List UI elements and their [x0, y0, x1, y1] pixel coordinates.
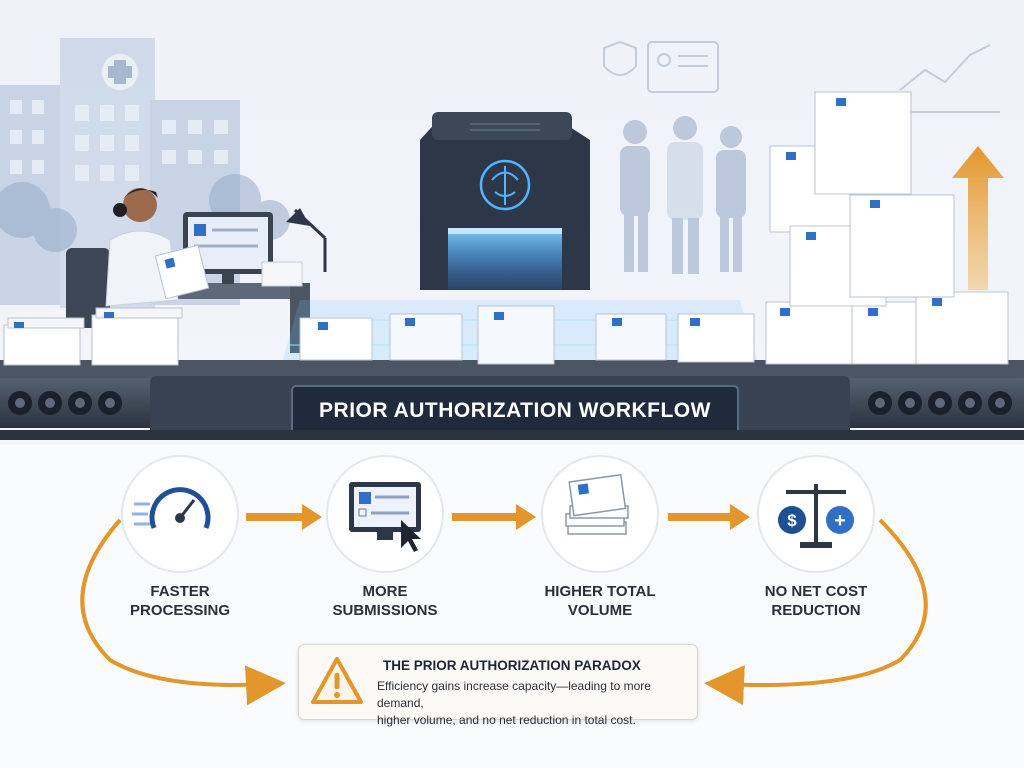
paper-stack — [915, 291, 1009, 365]
shield-icon — [603, 40, 637, 76]
balance-scale-icon: $ + — [778, 484, 854, 548]
step-icons: $ + — [121, 455, 875, 573]
paper-stack — [299, 317, 373, 361]
scanner-glow — [448, 228, 562, 290]
paradox-callout: THE PRIOR AUTHORIZATION PARADOX Efficien… — [298, 644, 698, 727]
paper-stack — [595, 313, 667, 361]
step-higher-volume — [541, 455, 659, 573]
document-stack-icon — [565, 473, 629, 535]
paper-stack — [677, 313, 755, 363]
paradox-line-1: Efficiency gains increase capacity—leadi… — [377, 679, 651, 710]
conveyor-belt — [0, 360, 1024, 440]
arrow-right-icon — [246, 504, 322, 530]
dollar-symbol: $ — [787, 511, 797, 530]
workflow-title: PRIOR AUTHORIZATION WORKFLOW — [319, 399, 711, 422]
paradox-description: Efficiency gains increase capacity—leadi… — [377, 678, 695, 729]
step-faster-processing — [121, 455, 239, 573]
paradox-line-2: higher volume, and no net reduction in t… — [377, 713, 636, 727]
paper-stack — [477, 305, 555, 365]
paper-stack — [389, 313, 463, 361]
step-arrows — [246, 504, 750, 530]
ai-processing-machine — [420, 112, 590, 290]
clinical-staff-group — [620, 116, 746, 274]
arrow-right-icon — [452, 504, 536, 530]
monitor-form-icon — [349, 482, 421, 552]
paper-stack — [3, 317, 85, 366]
ai-brain-icon — [479, 159, 531, 211]
background-ui-icons — [603, 40, 1000, 113]
rising-arrow-icon — [952, 146, 1004, 290]
loop-arrow-right-icon — [704, 518, 928, 706]
speedometer-icon — [132, 487, 211, 529]
paper-stack — [814, 91, 912, 195]
paper-stacks — [3, 91, 1009, 366]
paradox-title: THE PRIOR AUTHORIZATION PARADOX — [383, 658, 641, 673]
warning-icon — [311, 657, 363, 704]
medical-plus-symbol: + — [834, 510, 846, 532]
office-worker — [66, 188, 327, 353]
paper-stack — [765, 301, 857, 365]
arrow-right-icon — [668, 504, 750, 530]
paper-stack — [91, 307, 183, 366]
paper-stack — [849, 194, 955, 298]
profile-card-icon — [647, 41, 719, 93]
step-more-submissions — [326, 455, 444, 573]
loop-arrow-left-icon — [80, 518, 286, 706]
step-no-net-cost-reduction: $ + — [757, 455, 875, 573]
